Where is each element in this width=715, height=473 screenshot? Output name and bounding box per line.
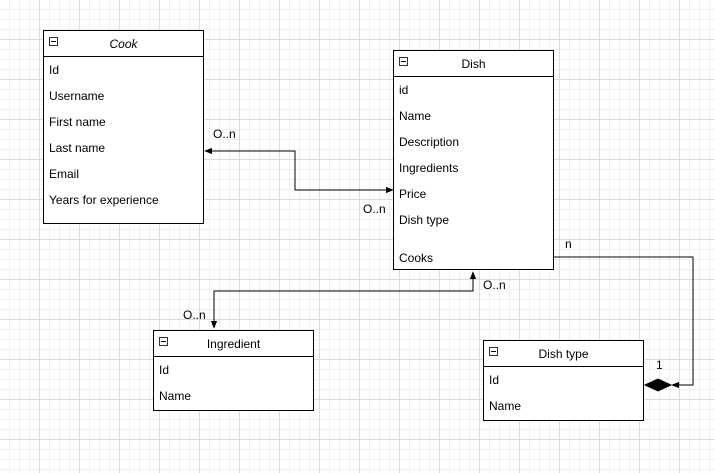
cook-dish-multiplicity-dish: O..n: [363, 202, 386, 216]
dish-attr-id: id: [399, 83, 409, 97]
dish-ingredient-multiplicity-ingredient: O..n: [183, 308, 206, 322]
cook-attr-years-experience: Years for experience: [49, 193, 159, 207]
dish-attr-name: Name: [399, 109, 432, 123]
cook-dish-multiplicity-cook: O..n: [213, 127, 236, 141]
ingredient-attr-id: Id: [159, 363, 170, 377]
dish-entity-title: Dish: [461, 56, 486, 71]
dish-entity-header[interactable]: Dish: [394, 51, 553, 77]
cook-entity[interactable]: Cook Id Username First name Last name Em…: [43, 30, 204, 224]
collapse-icon[interactable]: [399, 57, 408, 66]
dish-ingredient-connector[interactable]: [210, 271, 477, 329]
ingredient-entity-title: Ingredient: [206, 336, 261, 351]
dish-type-entity[interactable]: Dish type Id Name: [483, 340, 644, 421]
dish-type-attr-id: Id: [489, 373, 500, 387]
ingredient-attr-name: Name: [159, 389, 192, 403]
cook-attr-first-name: First name: [49, 115, 106, 129]
dish-attr-description: Description: [399, 135, 460, 149]
dish-type-entity-title: Dish type: [538, 346, 589, 361]
cook-dish-connector[interactable]: [204, 147, 394, 194]
dish-type-attr-name: Name: [489, 399, 522, 413]
cook-entity-header[interactable]: Cook: [44, 31, 203, 57]
dish-dishtype-multiplicity-dishtype: 1: [656, 358, 663, 372]
collapse-icon[interactable]: [49, 37, 58, 46]
ingredient-entity[interactable]: Ingredient Id Name: [153, 330, 314, 411]
dish-dishtype-connector[interactable]: [553, 256, 694, 389]
dish-dishtype-multiplicity-dish: n: [565, 237, 572, 251]
ingredient-entity-header[interactable]: Ingredient: [154, 331, 313, 357]
collapse-icon[interactable]: [159, 337, 168, 346]
dish-ingredient-multiplicity-dish: O..n: [483, 278, 506, 292]
cook-attr-username: Username: [49, 89, 105, 103]
dish-attr-price: Price: [399, 187, 427, 201]
dish-entity[interactable]: Dish id Name Description Ingredients Pri…: [393, 50, 554, 270]
cook-entity-title: Cook: [109, 36, 138, 51]
dish-attr-cooks: Cooks: [399, 251, 434, 265]
cook-attr-email: Email: [49, 167, 80, 181]
dish-attr-dish-type: Dish type: [399, 213, 450, 227]
dish-attr-ingredients: Ingredients: [399, 161, 459, 175]
cook-attr-id: Id: [49, 63, 60, 77]
cook-attr-last-name: Last name: [49, 141, 106, 155]
collapse-icon[interactable]: [489, 347, 498, 356]
composition-diamond-icon: [643, 378, 673, 392]
dish-type-entity-header[interactable]: Dish type: [484, 341, 643, 367]
